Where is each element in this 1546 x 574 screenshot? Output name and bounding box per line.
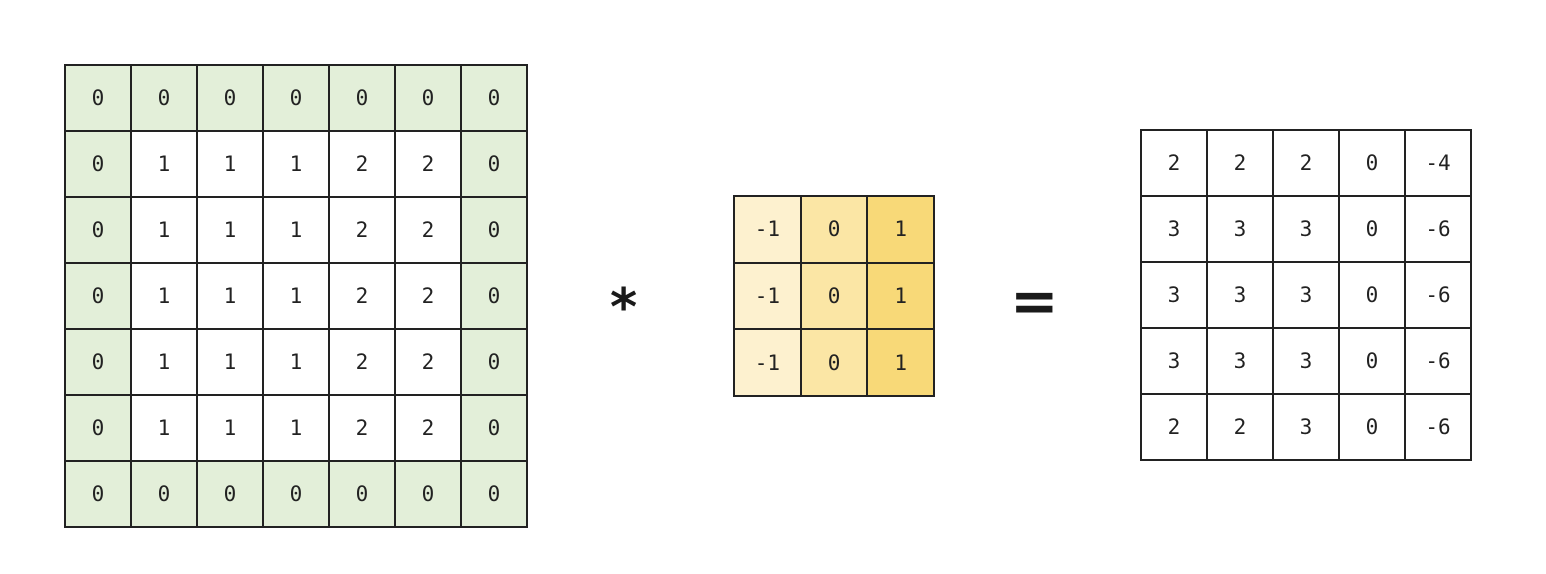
- input-matrix-cell: 2: [396, 264, 462, 330]
- input-matrix-cell: 2: [330, 330, 396, 396]
- output-matrix-cell: 2: [1208, 131, 1274, 197]
- input-matrix-cell: 2: [330, 396, 396, 462]
- input-matrix-cell: 1: [264, 330, 330, 396]
- output-matrix-cell: 3: [1208, 197, 1274, 263]
- input-matrix-cell: 0: [198, 462, 264, 528]
- output-matrix-cell: 3: [1274, 395, 1340, 461]
- input-matrix-cell: 0: [462, 396, 528, 462]
- input-matrix-cell: 0: [66, 132, 132, 198]
- output-matrix-cell: 3: [1142, 197, 1208, 263]
- input-matrix-cell: 1: [132, 132, 198, 198]
- input-matrix-cell: 0: [330, 66, 396, 132]
- input-matrix-cell: 2: [396, 132, 462, 198]
- input-matrix-cell: 0: [462, 462, 528, 528]
- input-matrix-cell: 0: [66, 330, 132, 396]
- input-matrix-cell: 0: [264, 462, 330, 528]
- kernel-cell: 0: [801, 263, 869, 331]
- input-matrix-cell: 1: [198, 132, 264, 198]
- input-matrix-cell: 2: [330, 264, 396, 330]
- input-matrix-cell: 0: [462, 264, 528, 330]
- input-matrix-cell: 0: [264, 66, 330, 132]
- output-matrix-cell: 0: [1340, 197, 1406, 263]
- kernel-cell: -1: [735, 263, 802, 331]
- input-matrix-cell: 2: [396, 396, 462, 462]
- output-matrix-cell: 3: [1142, 263, 1208, 329]
- output-matrix-cell: 3: [1274, 329, 1340, 395]
- kernel-cell: 1: [868, 263, 936, 331]
- input-matrix-cell: 0: [66, 66, 132, 132]
- input-matrix-cell: 0: [462, 66, 528, 132]
- output-matrix-cell: 3: [1208, 329, 1274, 395]
- input-matrix-cell: 1: [132, 198, 198, 264]
- output-matrix-cell: -6: [1406, 329, 1472, 395]
- input-matrix-cell: 0: [66, 198, 132, 264]
- input-matrix-cell: 1: [132, 264, 198, 330]
- kernel-cell: 1: [868, 330, 936, 398]
- kernel-cell: 0: [801, 330, 869, 398]
- output-matrix-cell: -4: [1406, 131, 1472, 197]
- output-matrix-cell: 0: [1340, 131, 1406, 197]
- output-matrix-cell: 0: [1340, 263, 1406, 329]
- input-matrix-cell: 0: [462, 330, 528, 396]
- input-matrix-cell: 0: [132, 462, 198, 528]
- output-matrix-cell: 3: [1274, 263, 1340, 329]
- input-matrix-cell: 1: [264, 198, 330, 264]
- input-matrix-cell: 1: [198, 264, 264, 330]
- output-matrix-cell: 3: [1142, 329, 1208, 395]
- output-matrix-cell: -6: [1406, 395, 1472, 461]
- output-matrix-cell: 2: [1142, 131, 1208, 197]
- equals-operator: =: [1010, 267, 1059, 335]
- input-matrix-cell: 2: [330, 198, 396, 264]
- input-matrix-cell: 0: [132, 66, 198, 132]
- output-matrix-cell: 0: [1340, 329, 1406, 395]
- output-matrix-cell: 0: [1340, 395, 1406, 461]
- output-matrix-cell: 2: [1142, 395, 1208, 461]
- output-matrix-cell: 3: [1208, 263, 1274, 329]
- input-matrix-cell: 1: [198, 396, 264, 462]
- input-matrix-cell: 0: [462, 198, 528, 264]
- kernel-cell: -1: [735, 330, 802, 398]
- input-matrix-cell: 1: [132, 330, 198, 396]
- input-matrix-cell: 0: [330, 462, 396, 528]
- kernel-cell: 0: [801, 197, 869, 264]
- input-matrix-cell: 1: [198, 198, 264, 264]
- input-matrix-cell: 0: [66, 264, 132, 330]
- kernel-cell: -1: [735, 197, 802, 264]
- input-matrix-cell: 1: [198, 330, 264, 396]
- input-matrix-cell: 0: [396, 462, 462, 528]
- input-matrix-cell: 1: [264, 264, 330, 330]
- input-matrix-cell: 0: [66, 462, 132, 528]
- input-matrix-cell: 2: [396, 198, 462, 264]
- input-matrix-cell: 2: [396, 330, 462, 396]
- input-matrix-cell: 1: [132, 396, 198, 462]
- output-matrix-cell: 3: [1274, 197, 1340, 263]
- input-matrix-cell: 0: [396, 66, 462, 132]
- input-matrix-cell: 1: [264, 396, 330, 462]
- convolution-operator: *: [610, 278, 638, 338]
- input-matrix-cell: 2: [330, 132, 396, 198]
- input-matrix-cell: 1: [264, 132, 330, 198]
- output-matrix-cell: 2: [1274, 131, 1340, 197]
- input-matrix-cell: 0: [66, 396, 132, 462]
- output-matrix-cell: -6: [1406, 263, 1472, 329]
- kernel-cell: 1: [868, 197, 936, 264]
- output-matrix-cell: -6: [1406, 197, 1472, 263]
- output-matrix-cell: 2: [1208, 395, 1274, 461]
- input-matrix-cell: 0: [198, 66, 264, 132]
- input-matrix-cell: 0: [462, 132, 528, 198]
